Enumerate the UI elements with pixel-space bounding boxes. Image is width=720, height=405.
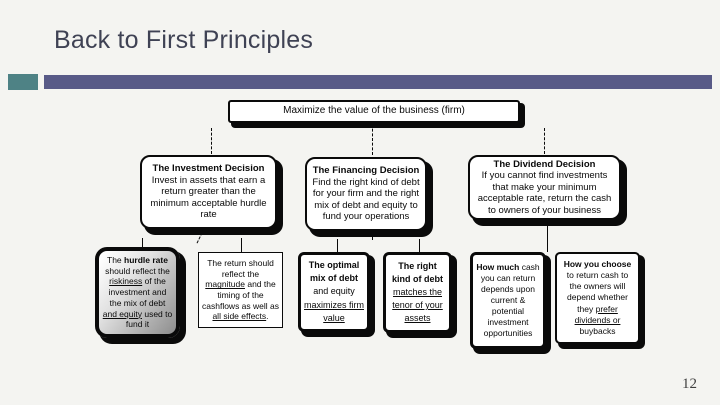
how-much-cash-text: How much cash you can return depends upo… — [476, 261, 540, 339]
connector-return-box — [241, 238, 242, 252]
connector-root-financing — [372, 124, 373, 155]
connector-root-dividend — [544, 128, 545, 154]
right-kind-of-debt-text: The right kind of debt matches the tenor… — [392, 260, 443, 324]
how-you-choose-box: How you choose to return cash to the own… — [555, 252, 640, 344]
return-box-text: The return should reflect the magnitude … — [202, 257, 280, 322]
how-much-cash-box: How much cash you can return depends upo… — [470, 252, 546, 349]
optimal-mix-text: The optimal mix of debt and equity maxim… — [304, 260, 364, 323]
page-number: 12 — [682, 376, 697, 392]
hurdle-rate-box: The hurdle rate should reflect the riski… — [95, 247, 180, 338]
connector-optimal-box — [337, 239, 338, 252]
purple-accent-bar — [44, 75, 712, 89]
right-kind-of-debt-box: The right kind of debt matches the tenor… — [383, 252, 452, 333]
page-title: Back to First Principles — [54, 26, 314, 54]
hurdle-rate-text: The hurdle rate should reflect the riski… — [102, 255, 173, 330]
optimal-mix-box: The optimal mix of debt and equity maxim… — [298, 252, 370, 332]
how-you-choose-text: How you choose to return cash to the own… — [563, 258, 632, 337]
root-box-maximize-value: Maximize the value of the business (firm… — [228, 100, 520, 123]
connector-financing-stub — [372, 231, 373, 240]
connector-rightkind-box — [419, 239, 420, 252]
return-box: The return should reflect the magnitude … — [198, 252, 283, 328]
connector-investment-hurdle-diagonal — [196, 228, 205, 244]
root-box-text: Maximize the value of the business (firm… — [283, 105, 465, 117]
connector-dividend-stub — [547, 220, 548, 252]
connector-hurdle-box — [142, 238, 143, 248]
teal-accent-block — [8, 74, 38, 90]
connector-root-investment — [211, 128, 212, 154]
